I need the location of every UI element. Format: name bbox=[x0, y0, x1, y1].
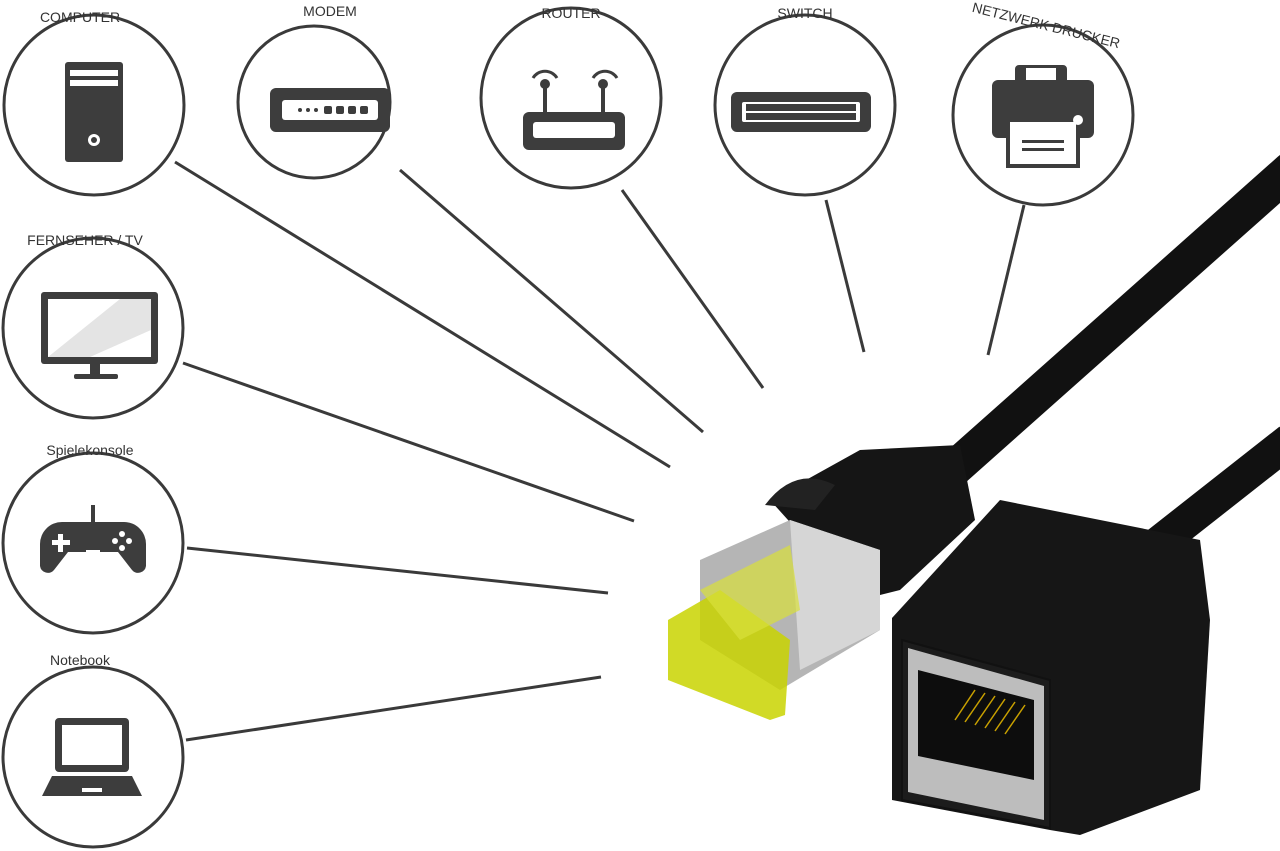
label-switch: SWITCH bbox=[777, 5, 832, 21]
label-router: ROUTER bbox=[541, 5, 600, 21]
printer-icon bbox=[992, 65, 1094, 168]
device-modem: MODEM bbox=[236, 3, 392, 180]
device-tv: FERNSEHER / TV bbox=[1, 232, 185, 420]
rj45-male-plug bbox=[668, 445, 975, 720]
router-icon bbox=[523, 69, 625, 150]
label-computer: COMPUTER bbox=[40, 9, 120, 25]
line-switch bbox=[824, 199, 866, 353]
device-console: Spielekonsole bbox=[1, 442, 185, 635]
device-router: ROUTER bbox=[479, 5, 663, 190]
label-console: Spielekonsole bbox=[46, 442, 133, 458]
device-switch: SWITCH bbox=[713, 5, 897, 197]
line-console bbox=[186, 546, 609, 595]
tv-icon bbox=[41, 292, 158, 379]
connector-lines bbox=[174, 160, 1026, 742]
line-printer bbox=[986, 204, 1026, 356]
device-notebook: Notebook bbox=[1, 652, 185, 849]
line-tv bbox=[182, 361, 635, 523]
device-printer: NETZWERK DRUCKER bbox=[951, 0, 1135, 207]
ethernet-extension-cable bbox=[668, 155, 1280, 835]
rj45-female-coupler bbox=[892, 500, 1210, 835]
device-computer: COMPUTER bbox=[2, 9, 186, 197]
label-modem: MODEM bbox=[303, 3, 357, 19]
line-router bbox=[620, 189, 765, 389]
cable-female bbox=[1139, 426, 1280, 564]
switch-icon bbox=[731, 92, 871, 132]
line-computer bbox=[174, 160, 671, 469]
gamepad-icon bbox=[40, 505, 146, 573]
label-tv: FERNSEHER / TV bbox=[27, 232, 143, 248]
laptop-icon bbox=[42, 718, 142, 796]
computer-tower-icon bbox=[65, 62, 123, 162]
coupler-contacts bbox=[954, 689, 1026, 735]
cable-male bbox=[912, 155, 1280, 508]
line-modem bbox=[399, 168, 704, 434]
modem-icon bbox=[270, 88, 390, 132]
line-notebook bbox=[185, 675, 602, 742]
label-notebook: Notebook bbox=[50, 652, 111, 668]
